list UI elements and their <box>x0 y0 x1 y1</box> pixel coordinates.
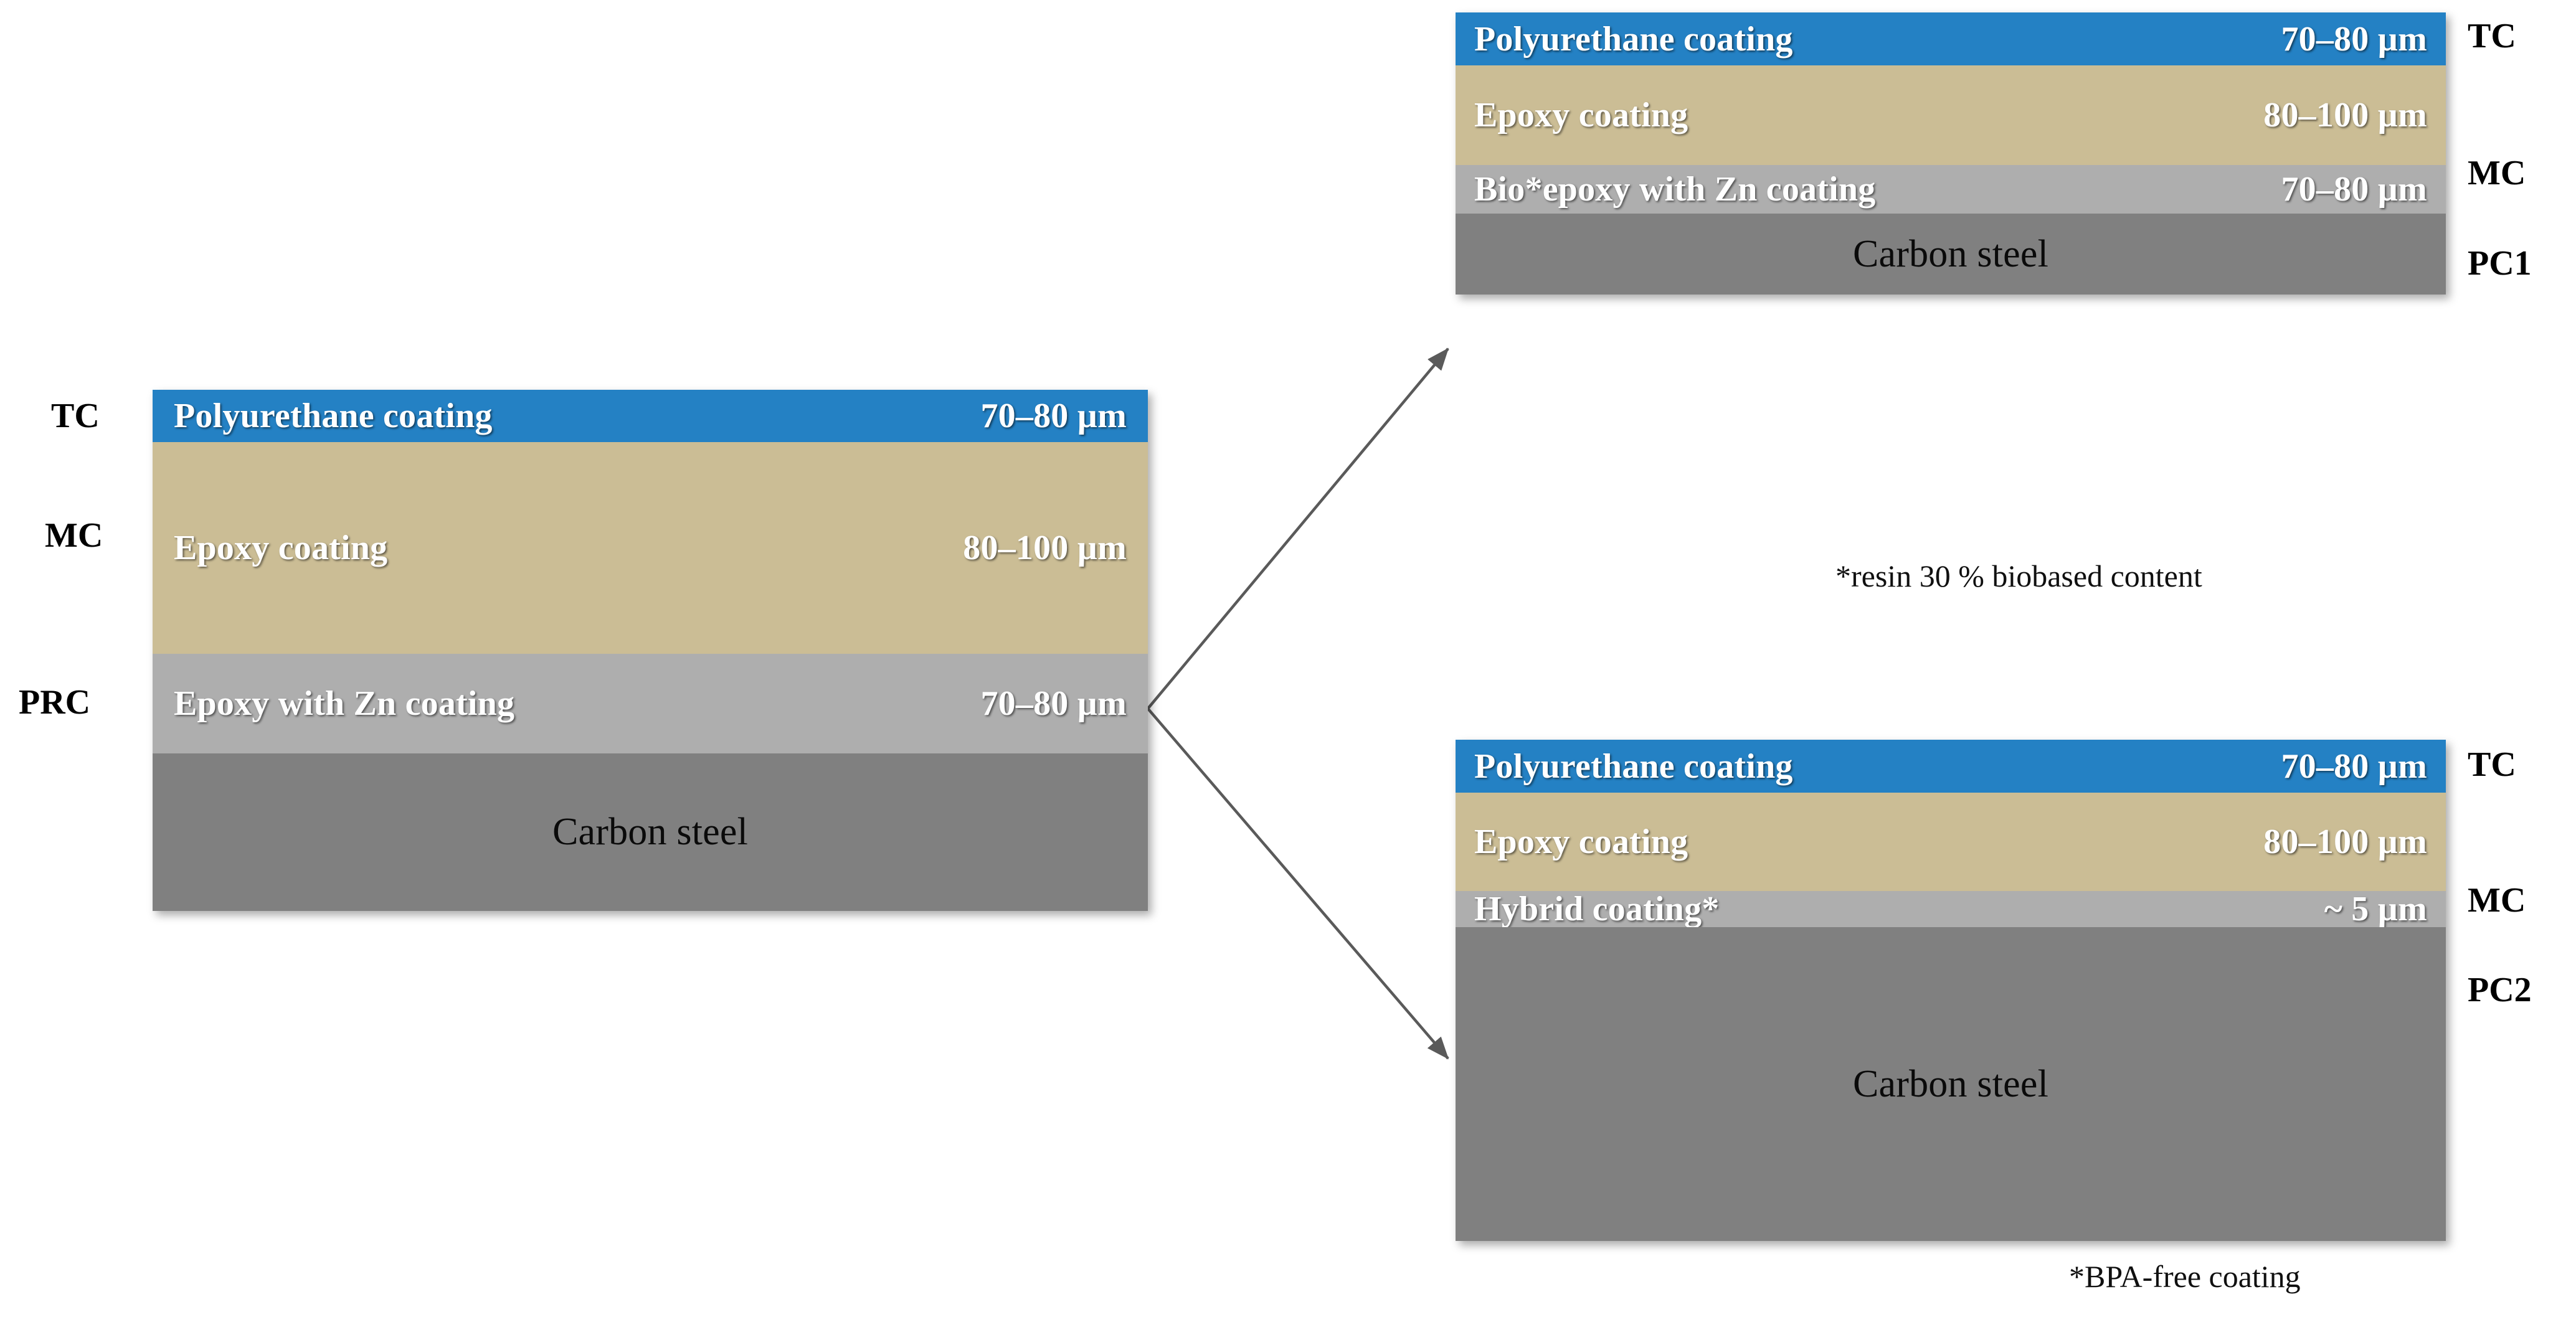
variant-a-side-label-mc: MC <box>2468 154 2526 192</box>
reference-layer-primer: Epoxy with Zn coating 70–80 µm <box>153 654 1148 753</box>
arrow-to-variant-a <box>1147 347 1449 710</box>
layer-thickness: 70–80 µm <box>2281 747 2427 786</box>
layer-thickness: 70–80 µm <box>980 397 1127 435</box>
layer-name: Epoxy coating <box>1474 823 1688 861</box>
layer-name: Epoxy coating <box>174 529 388 567</box>
layer-thickness: ~ 5 µm <box>2324 890 2427 928</box>
variant-a-layer-primer: Bio*epoxy with Zn coating 70–80 µm <box>1456 165 2446 214</box>
layer-name: Epoxy with Zn coating <box>174 684 515 723</box>
variant-a-layer-midcoat: Epoxy coating 80–100 µm <box>1456 65 2446 165</box>
layer-name: Epoxy coating <box>1474 96 1688 134</box>
layer-name: Polyurethane coating <box>1474 747 1793 786</box>
layer-name: Carbon steel <box>552 811 749 853</box>
variant-b-layer-primer: Hybrid coating* ~ 5 µm <box>1456 890 2446 928</box>
variant-a-stack: Polyurethane coating 70–80 µm Epoxy coat… <box>1456 12 2446 295</box>
reference-side-label-prc: PRC <box>19 683 91 722</box>
variant-a-side-label-pc1: PC1 <box>2468 244 2532 283</box>
layer-name: Polyurethane coating <box>1474 19 1793 59</box>
reference-side-label-mc: MC <box>45 516 103 555</box>
reference-layer-midcoat: Epoxy coating 80–100 µm <box>153 442 1148 654</box>
variant-a-layer-substrate: Carbon steel <box>1456 214 2446 295</box>
layer-name: Bio*epoxy with Zn coating <box>1474 170 1876 209</box>
layer-thickness: 80–100 µm <box>2263 96 2427 134</box>
layer-thickness: 80–100 µm <box>963 529 1127 567</box>
variant-b-side-label-tc: TC <box>2468 745 2516 784</box>
variant-b-footnote: *BPA-free coating <box>2069 1259 2301 1294</box>
variant-b-layer-topcoat: Polyurethane coating 70–80 µm <box>1456 740 2446 793</box>
arrow-to-variant-b <box>1147 707 1449 1060</box>
variant-a-side-label-tc: TC <box>2468 17 2516 55</box>
layer-name: Carbon steel <box>1852 232 2049 275</box>
variant-b-layer-midcoat: Epoxy coating 80–100 µm <box>1456 793 2446 891</box>
variant-b-side-label-mc: MC <box>2468 881 2526 920</box>
variant-a-footnote: *resin 30 % biobased content <box>1835 559 2202 593</box>
layer-thickness: 70–80 µm <box>980 684 1127 723</box>
variant-b-stack: Polyurethane coating 70–80 µm Epoxy coat… <box>1456 740 2446 1241</box>
variant-a-layer-topcoat: Polyurethane coating 70–80 µm <box>1456 12 2446 65</box>
layer-name: Polyurethane coating <box>174 397 493 435</box>
layer-thickness: 70–80 µm <box>2281 170 2427 209</box>
reference-layer-topcoat: Polyurethane coating 70–80 µm <box>153 390 1148 442</box>
variant-b-layer-substrate: Carbon steel <box>1456 927 2446 1241</box>
layer-thickness: 80–100 µm <box>2263 823 2427 861</box>
layer-thickness: 70–80 µm <box>2281 19 2427 59</box>
layer-name: Hybrid coating* <box>1474 890 1720 928</box>
layer-name: Carbon steel <box>1852 1062 2049 1105</box>
variant-b-side-label-pc2: PC2 <box>2468 971 2532 1009</box>
reference-side-label-tc: TC <box>51 397 100 435</box>
reference-layer-substrate: Carbon steel <box>153 753 1148 911</box>
reference-stack: Polyurethane coating 70–80 µm Epoxy coat… <box>153 390 1148 911</box>
